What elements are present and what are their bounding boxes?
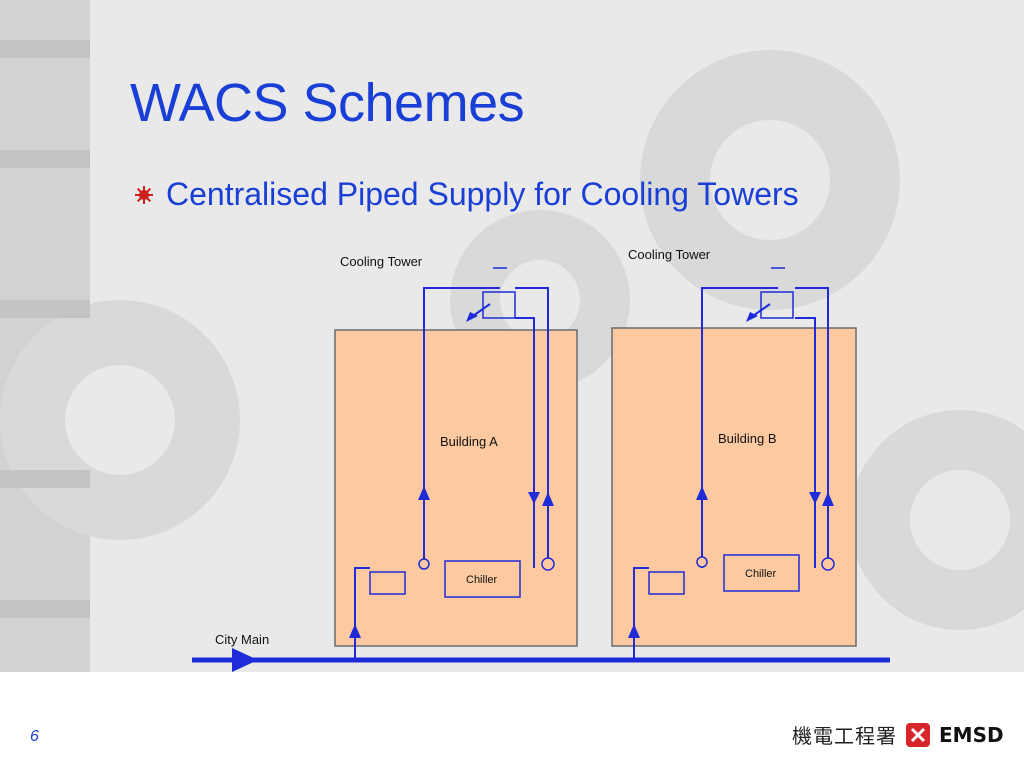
pump-icon [696, 556, 708, 568]
gear-decoration [0, 40, 1024, 630]
flow-arrow-icon [418, 486, 430, 500]
flow-arrow-icon [809, 492, 821, 504]
building-a [334, 329, 578, 647]
footer-bar [0, 672, 1024, 768]
chiller-a-label: Chiller [466, 574, 498, 586]
city-main-label: City Main [215, 632, 269, 647]
logo-english-text: EMSD [939, 722, 1004, 747]
wacs-diagram: Cooling Tower Cooling Tower Building A B… [192, 247, 890, 672]
building-a-label: Building A [440, 434, 498, 449]
flow-arrow-icon [349, 624, 361, 638]
emsd-logo: 機電工程署 EMSD [792, 720, 1004, 749]
emsd-emblem-icon [906, 722, 930, 747]
flow-arrow-icon [628, 624, 640, 638]
pump-icon [821, 557, 835, 571]
city-main-arrow-icon [232, 648, 258, 672]
bullet-text: Centralised Piped Supply for Cooling Tow… [166, 176, 799, 212]
page-number: 6 [30, 728, 39, 745]
pump-icon [418, 558, 430, 570]
flow-arrow-icon [696, 486, 708, 500]
flow-arrow-icon [528, 492, 540, 504]
chiller-b [723, 554, 800, 592]
chiller-b-label: Chiller [745, 568, 777, 580]
flow-arrow-icon [542, 492, 554, 506]
pump-icon [541, 557, 555, 571]
flow-arrow-icon [746, 312, 758, 322]
flow-arrow-icon [466, 312, 478, 322]
cooling-tower-b-label: Cooling Tower [628, 247, 711, 262]
flow-arrow-icon [822, 492, 834, 506]
logo-chinese-text: 機電工程署 [792, 724, 897, 748]
cooling-tower-a-label: Cooling Tower [340, 254, 423, 269]
starburst-bullet-icon [135, 185, 153, 204]
slide-title: WACS Schemes [130, 73, 525, 133]
building-b [611, 327, 857, 647]
building-b-label: Building B [718, 431, 777, 446]
chiller-a [444, 560, 521, 598]
bullet-point: Centralised Piped Supply for Cooling Tow… [134, 176, 799, 213]
